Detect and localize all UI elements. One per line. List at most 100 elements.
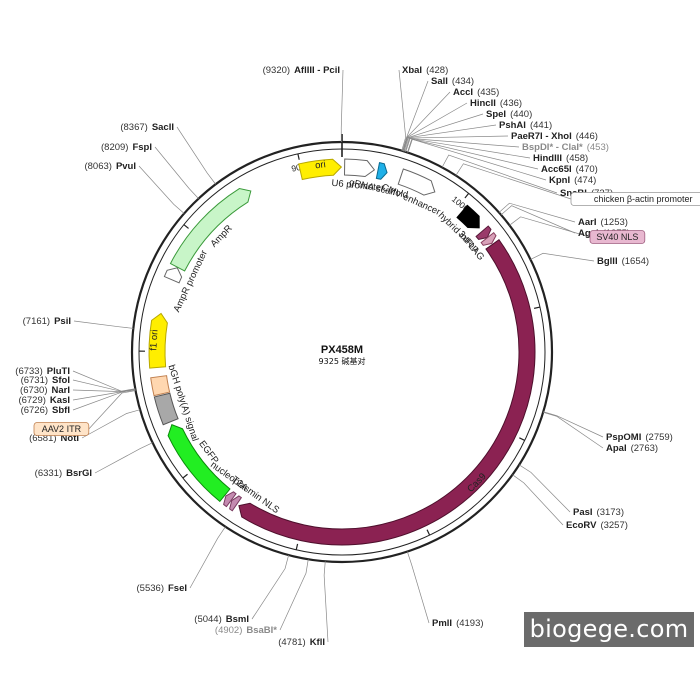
site-leader: [72, 379, 136, 392]
site-label[interactable]: BspDI* - ClaI*(453): [522, 142, 609, 153]
feature-ampr-promoter[interactable]: [163, 267, 183, 284]
site-name: AgeI: [578, 228, 599, 239]
site-label[interactable]: XbaI(428): [402, 65, 448, 76]
site-position: (6726): [21, 405, 48, 416]
feature-grna-scaffold[interactable]: [375, 162, 388, 180]
feature-aav2-itr[interactable]: [150, 375, 171, 397]
site-name: NotI: [61, 433, 79, 444]
site-label[interactable]: (6331)BsrGI: [35, 468, 92, 479]
site-leader: [512, 474, 564, 526]
site-name: SalI: [431, 76, 448, 87]
site-leader: [407, 138, 547, 181]
site-label[interactable]: (4902)BsaBI*: [215, 625, 277, 636]
feature-egfp[interactable]: [167, 423, 231, 503]
site-label[interactable]: (9320)AflIII - PciI: [263, 65, 340, 76]
site-name: BspDI* - ClaI*: [522, 142, 583, 153]
site-label[interactable]: PmlI(4193): [432, 618, 484, 629]
site-label[interactable]: PasI(3173): [573, 507, 624, 518]
feature-nucleoplasmin-nls[interactable]: [229, 495, 243, 512]
feature-3xflag[interactable]: [475, 225, 492, 241]
site-leader: [340, 69, 344, 143]
site-label[interactable]: PshAI (441): [499, 120, 552, 131]
site-name: BsmI: [226, 614, 249, 625]
site-label[interactable]: (4781)KflI: [278, 637, 325, 648]
site-label[interactable]: (8209)FspI: [101, 142, 152, 153]
feature-callout-leader: [455, 163, 572, 200]
site-leader: [404, 137, 520, 152]
site-name: PshAI: [499, 120, 526, 131]
site-name: SacII: [152, 122, 174, 133]
site-label[interactable]: (5044)BsmI: [194, 614, 249, 625]
site-label[interactable]: (8063)PvuI: [84, 161, 136, 172]
site-label[interactable]: HincII(436): [470, 98, 522, 109]
site-leader: [403, 135, 509, 152]
site-label[interactable]: (5536)FseI: [137, 583, 187, 594]
site-label[interactable]: (6730) NarI: [20, 385, 70, 396]
site-label[interactable]: BglII(1654): [597, 256, 649, 267]
site-label[interactable]: ApaI(2763): [606, 443, 658, 454]
site-label[interactable]: PaeR7I - XhoI(446): [511, 131, 598, 142]
feature-callout-box[interactable]: [570, 192, 700, 206]
site-label[interactable]: (6729)KasI: [18, 395, 70, 406]
site-position: (6730): [20, 385, 47, 396]
feature-ori[interactable]: [298, 158, 343, 181]
feature-hybrid-intron[interactable]: [456, 204, 480, 229]
feature-f1-ori[interactable]: [148, 312, 168, 369]
site-leader: [81, 409, 141, 439]
site-name: EcoRV: [566, 520, 597, 531]
feature-callout-label: chicken β-actin promoter: [594, 194, 693, 204]
site-label[interactable]: SpeI(440): [486, 109, 532, 120]
site-label[interactable]: (6733)PluTI: [15, 366, 70, 377]
site-label[interactable]: Acc65I(470): [541, 164, 598, 175]
site-name: PsiI: [54, 316, 71, 327]
site-position: (6731): [21, 375, 48, 386]
site-label[interactable]: KpnI(474): [549, 175, 596, 186]
feature-label-f1-ori: f1 ori: [148, 329, 160, 351]
site-leader: [189, 526, 226, 589]
site-position: (434): [452, 76, 474, 87]
site-label[interactable]: HindIII(458): [533, 153, 588, 164]
feature-cas9[interactable]: [238, 239, 536, 546]
site-name: FseI: [168, 583, 187, 594]
feature-cmv-enhancer[interactable]: [397, 168, 436, 196]
feature-t2a[interactable]: [223, 491, 237, 508]
site-label[interactable]: (6731)SfoI: [21, 375, 70, 386]
tick-mark: [182, 473, 188, 479]
site-position: (435): [477, 87, 499, 98]
site-label[interactable]: SalI (434): [431, 76, 474, 87]
site-name: KpnI: [549, 175, 570, 186]
feature-bgh-poly-a-signal[interactable]: [153, 392, 179, 426]
site-name: AccI: [453, 87, 473, 98]
site-name: HincII: [470, 98, 496, 109]
site-label[interactable]: AccI (435): [453, 87, 499, 98]
site-leader: [72, 370, 136, 392]
site-leader: [402, 91, 451, 152]
site-name: PasI: [573, 507, 593, 518]
site-position: (2763): [631, 443, 658, 454]
site-position: (428): [426, 65, 448, 76]
site-label[interactable]: (6581)NotI: [29, 433, 79, 444]
site-name: HindIII: [533, 153, 562, 164]
feature-callout-label: AAV2 ITR: [42, 424, 82, 434]
feature-callout-leader: [509, 216, 591, 238]
site-position: (4193): [456, 618, 483, 629]
feature-callout-label: SV40 NLS: [596, 232, 638, 242]
feature-callout-box[interactable]: [33, 422, 90, 436]
feature-callout-box[interactable]: [589, 230, 646, 244]
site-position: (6331): [35, 468, 62, 479]
site-position: (441): [530, 120, 552, 131]
site-label[interactable]: (8367)SacII: [120, 122, 174, 133]
site-name: NarI: [52, 385, 70, 396]
feature-ampr[interactable]: [169, 187, 252, 272]
site-leader: [138, 165, 185, 214]
feature-sv40-nls[interactable]: [480, 231, 497, 246]
site-label[interactable]: (6726)SbfI: [21, 405, 70, 416]
site-label[interactable]: PspOMI(2759): [606, 432, 673, 443]
site-label[interactable]: (7161)PsiI: [23, 316, 71, 327]
site-leader: [500, 205, 576, 234]
site-label[interactable]: EcoRV(3257): [566, 520, 628, 531]
feature-u6-promoter[interactable]: [343, 158, 376, 178]
site-label[interactable]: AarI(1253): [578, 217, 628, 228]
feature-label-ori: ori: [315, 159, 327, 171]
